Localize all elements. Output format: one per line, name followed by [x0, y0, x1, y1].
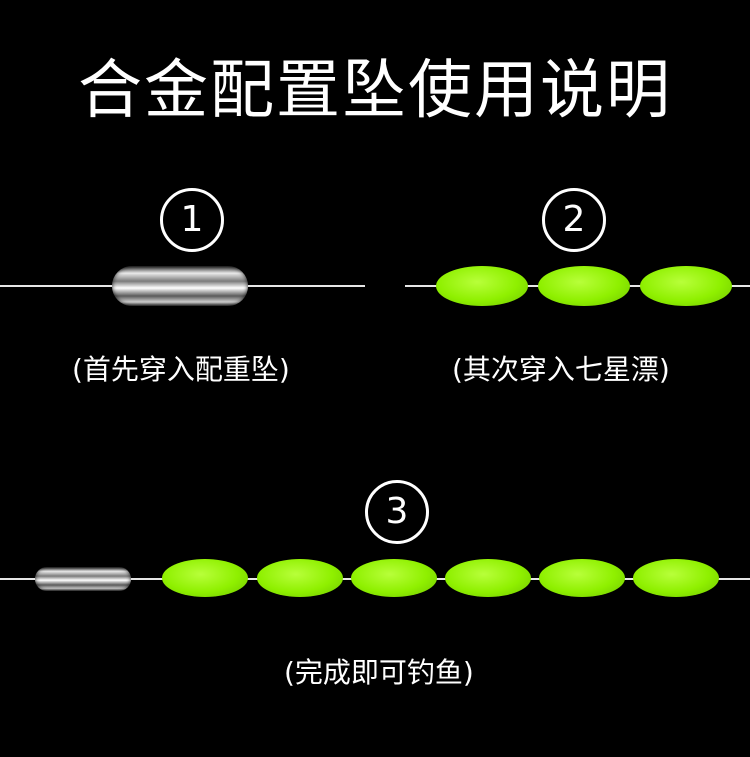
float-bead	[445, 559, 531, 597]
float-bead	[633, 559, 719, 597]
alloy-sinker	[112, 266, 248, 306]
float-bead	[257, 559, 343, 597]
step-3-caption: (完成即可钓鱼)	[284, 656, 474, 689]
float-bead	[436, 266, 528, 306]
step-2-number: 2	[542, 188, 606, 252]
alloy-sinker	[35, 567, 131, 591]
float-bead	[640, 266, 732, 306]
float-bead	[351, 559, 437, 597]
page-title: 合金配置坠使用说明	[78, 54, 672, 128]
step-2-caption: (其次穿入七星漂)	[452, 353, 670, 386]
float-bead	[538, 266, 630, 306]
step-3-number: 3	[365, 480, 429, 544]
float-bead	[539, 559, 625, 597]
step-1-number: 1	[160, 188, 224, 252]
float-bead	[162, 559, 248, 597]
step-1-caption: (首先穿入配重坠)	[72, 353, 290, 386]
